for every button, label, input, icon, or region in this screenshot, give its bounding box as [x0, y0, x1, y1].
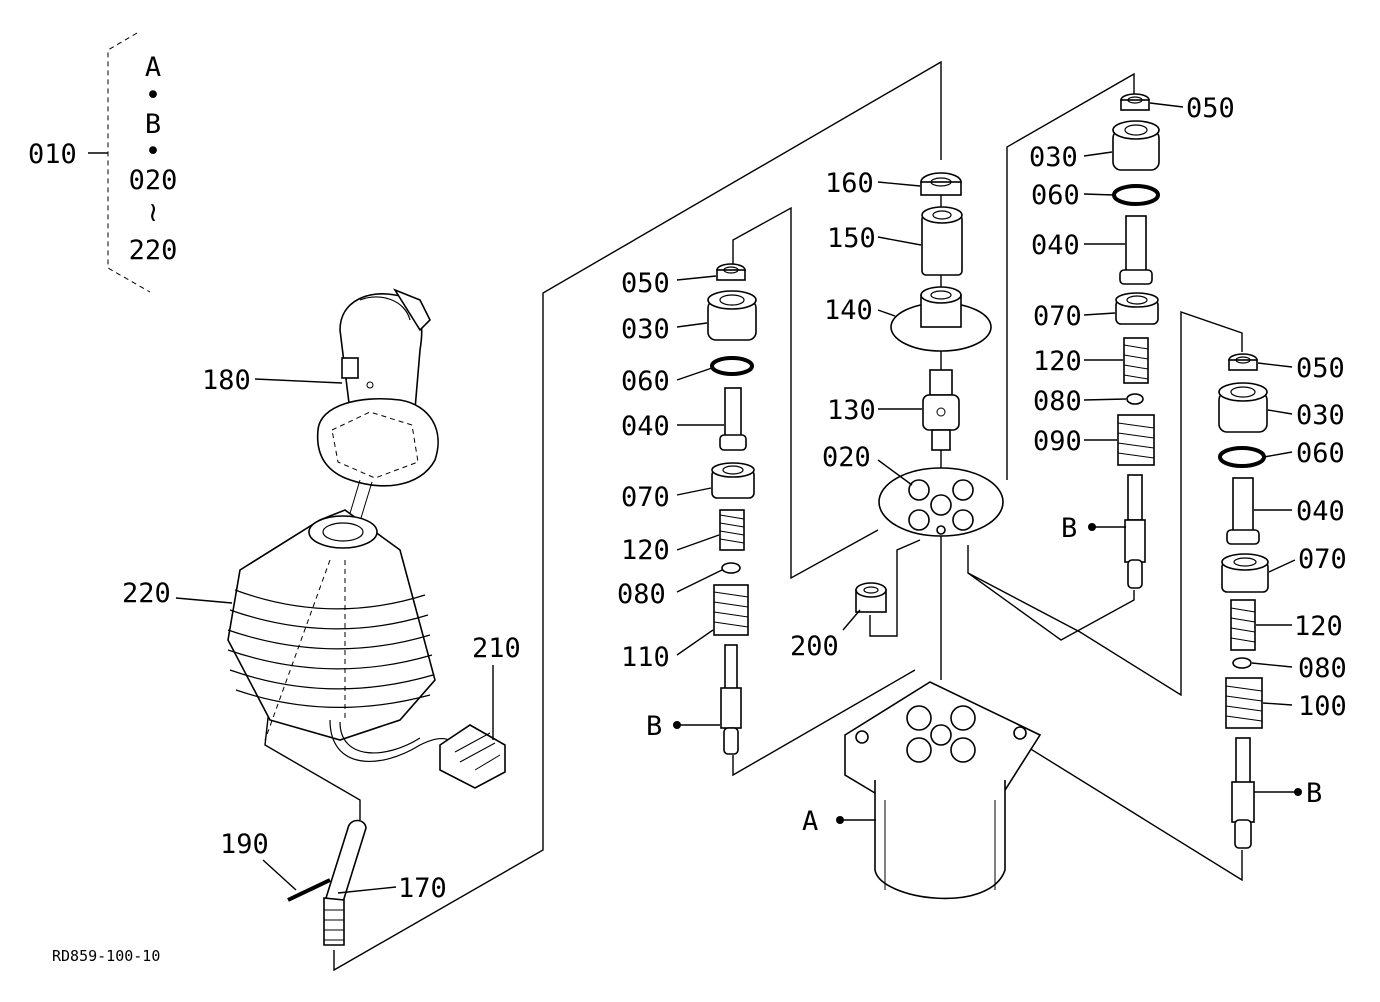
legend-range-start: 020: [129, 165, 178, 196]
label-040-far: 040: [1296, 496, 1345, 527]
legend-number: 010: [28, 139, 77, 170]
legend-item-b: B: [145, 109, 161, 140]
label-210: 210: [472, 633, 521, 664]
label-090-right: 090: [1033, 426, 1082, 457]
legend-separator: •: [145, 136, 161, 167]
rubber-boot: [227, 509, 436, 741]
label-020: 020: [822, 442, 871, 473]
lever-shaft: [287, 819, 367, 946]
legend-range-symbol: ≀: [148, 197, 158, 228]
far-right-valve-column: [1218, 353, 1302, 849]
label-220: 220: [122, 578, 171, 609]
label-050-right: 050: [1186, 93, 1235, 124]
label-070-right: 070: [1033, 301, 1082, 332]
legend-range-end: 220: [129, 235, 178, 266]
label-060-right: 060: [1031, 180, 1080, 211]
label-060-far: 060: [1296, 438, 1345, 469]
label-b-right: B: [1061, 513, 1077, 544]
label-080-far: 080: [1298, 653, 1347, 684]
leader-lines: [175, 102, 1296, 894]
label-140: 140: [824, 295, 873, 326]
label-a: A: [802, 806, 818, 837]
right-valve-column: [1088, 93, 1160, 589]
label-030-far: 030: [1296, 400, 1345, 431]
label-050-left: 050: [621, 268, 670, 299]
label-080-right: 080: [1033, 386, 1082, 417]
reference-code: RD859-100-10: [52, 947, 160, 965]
parts-legend: 010 A • B • 020 ≀ 220: [28, 32, 178, 293]
left-valve-column: [673, 263, 757, 755]
label-040-left: 040: [621, 411, 670, 442]
label-070-far: 070: [1298, 544, 1347, 575]
legend-item-a: A: [145, 52, 161, 83]
label-130: 130: [827, 395, 876, 426]
label-180: 180: [202, 365, 251, 396]
label-150: 150: [827, 223, 876, 254]
label-b-far: B: [1306, 778, 1322, 809]
label-030-right: 030: [1029, 142, 1078, 173]
center-stack: [836, 172, 1042, 900]
label-070-left: 070: [621, 482, 670, 513]
label-120-right: 120: [1033, 346, 1082, 377]
harness-connector: [329, 719, 506, 789]
label-100-far: 100: [1298, 691, 1347, 722]
label-050-far: 050: [1296, 353, 1345, 384]
part-labels: 180 220 210 190 170 050 030 060 040 070 …: [52, 93, 1347, 965]
legend-separator: •: [145, 80, 161, 111]
label-080-left: 080: [617, 579, 666, 610]
assembly-lines: [264, 60, 1243, 972]
grip-handle: [316, 288, 439, 581]
label-190: 190: [220, 829, 269, 860]
label-160: 160: [825, 168, 874, 199]
label-060-left: 060: [621, 366, 670, 397]
label-b-left: B: [646, 711, 662, 742]
label-200: 200: [790, 631, 839, 662]
label-040-right: 040: [1031, 230, 1080, 261]
label-030-left: 030: [621, 314, 670, 345]
label-110-left: 110: [621, 642, 670, 673]
label-120-far: 120: [1294, 611, 1343, 642]
label-120-left: 120: [621, 535, 670, 566]
label-170: 170: [398, 873, 447, 904]
